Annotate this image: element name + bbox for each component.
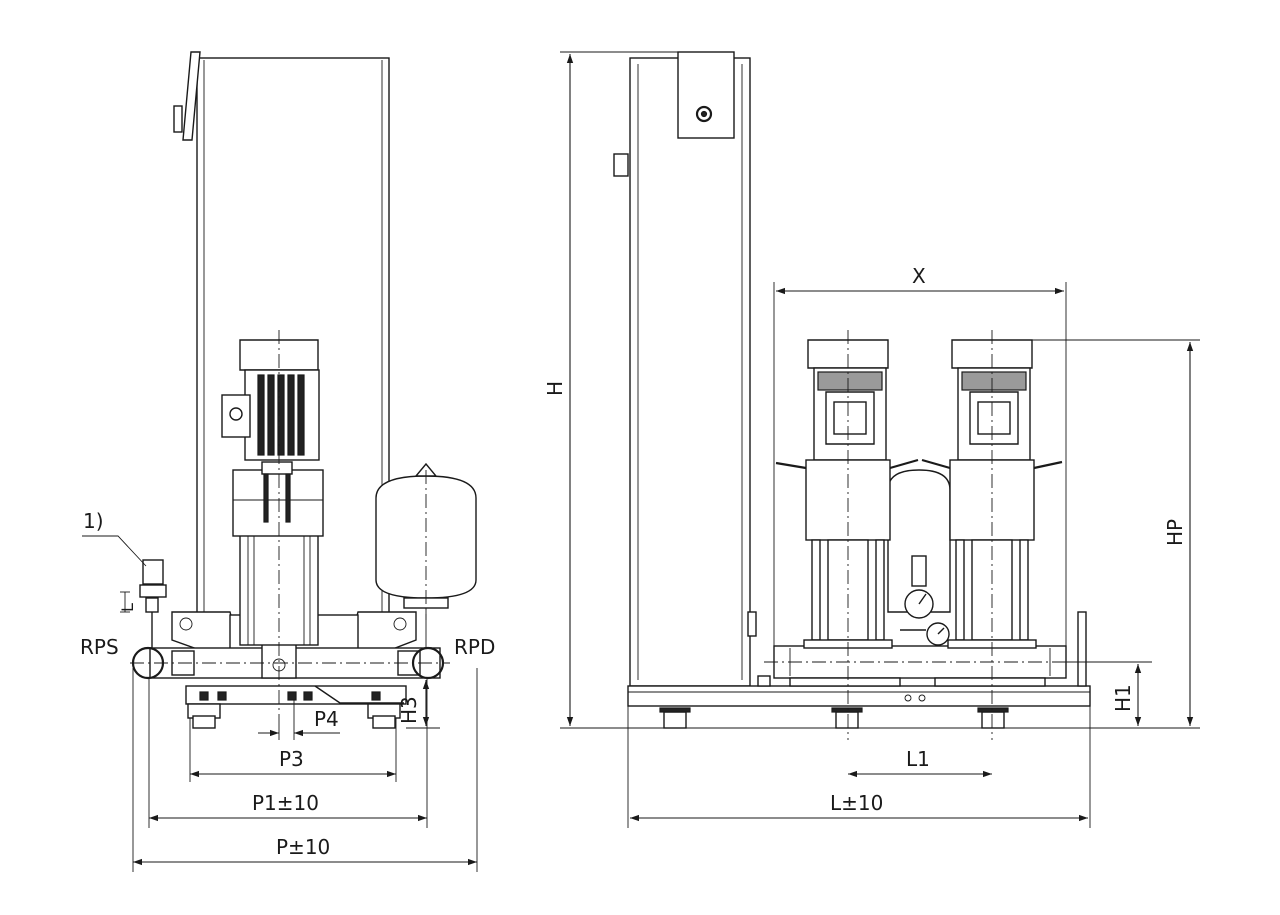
dim-l-label: L±10 bbox=[830, 791, 883, 815]
base-frame-front bbox=[627, 611, 1091, 729]
dim-p3-label: P3 bbox=[279, 747, 304, 771]
side-view-dimensions: P4 P3 P1±10 P±10 H3 bbox=[132, 668, 478, 872]
pump-1-front bbox=[775, 339, 919, 649]
pump-hydraulic-side bbox=[232, 461, 324, 646]
front-view-dimensions: H X HP H1 L1 L±10 bbox=[543, 51, 1200, 828]
dim-p4-label: P4 bbox=[314, 707, 339, 731]
motor-cooling-fins-side bbox=[257, 374, 305, 456]
dim-h-label: H bbox=[543, 381, 567, 396]
pressure-gauge-assembly bbox=[900, 555, 950, 646]
dim-p-label: P±10 bbox=[276, 835, 330, 859]
note-1-leader bbox=[82, 535, 147, 567]
pressure-switch-l-label: L bbox=[118, 603, 137, 612]
pump-2-front bbox=[921, 339, 1063, 649]
dim-l1-label: L1 bbox=[906, 747, 930, 771]
pressure-switch-assembly bbox=[120, 559, 167, 648]
dim-h1-label: H1 bbox=[1111, 684, 1135, 712]
base-frame-side bbox=[185, 685, 407, 729]
dim-x-label: X bbox=[912, 264, 926, 288]
side-view: 1) RPS RPD L bbox=[80, 51, 495, 729]
dim-h3-label: H3 bbox=[397, 696, 421, 724]
collector-pipe-front bbox=[773, 645, 1067, 687]
dim-hp-label: HP bbox=[1163, 519, 1187, 546]
dim-p1-label: P1±10 bbox=[252, 791, 319, 815]
rps-label: RPS bbox=[80, 635, 119, 659]
collector-pipe-side bbox=[131, 641, 445, 680]
note-1-label: 1) bbox=[83, 509, 104, 533]
control-cabinet-front bbox=[613, 51, 757, 687]
pump-motor-side bbox=[221, 339, 320, 461]
rpd-label: RPD bbox=[454, 635, 495, 659]
front-view bbox=[613, 51, 1091, 740]
